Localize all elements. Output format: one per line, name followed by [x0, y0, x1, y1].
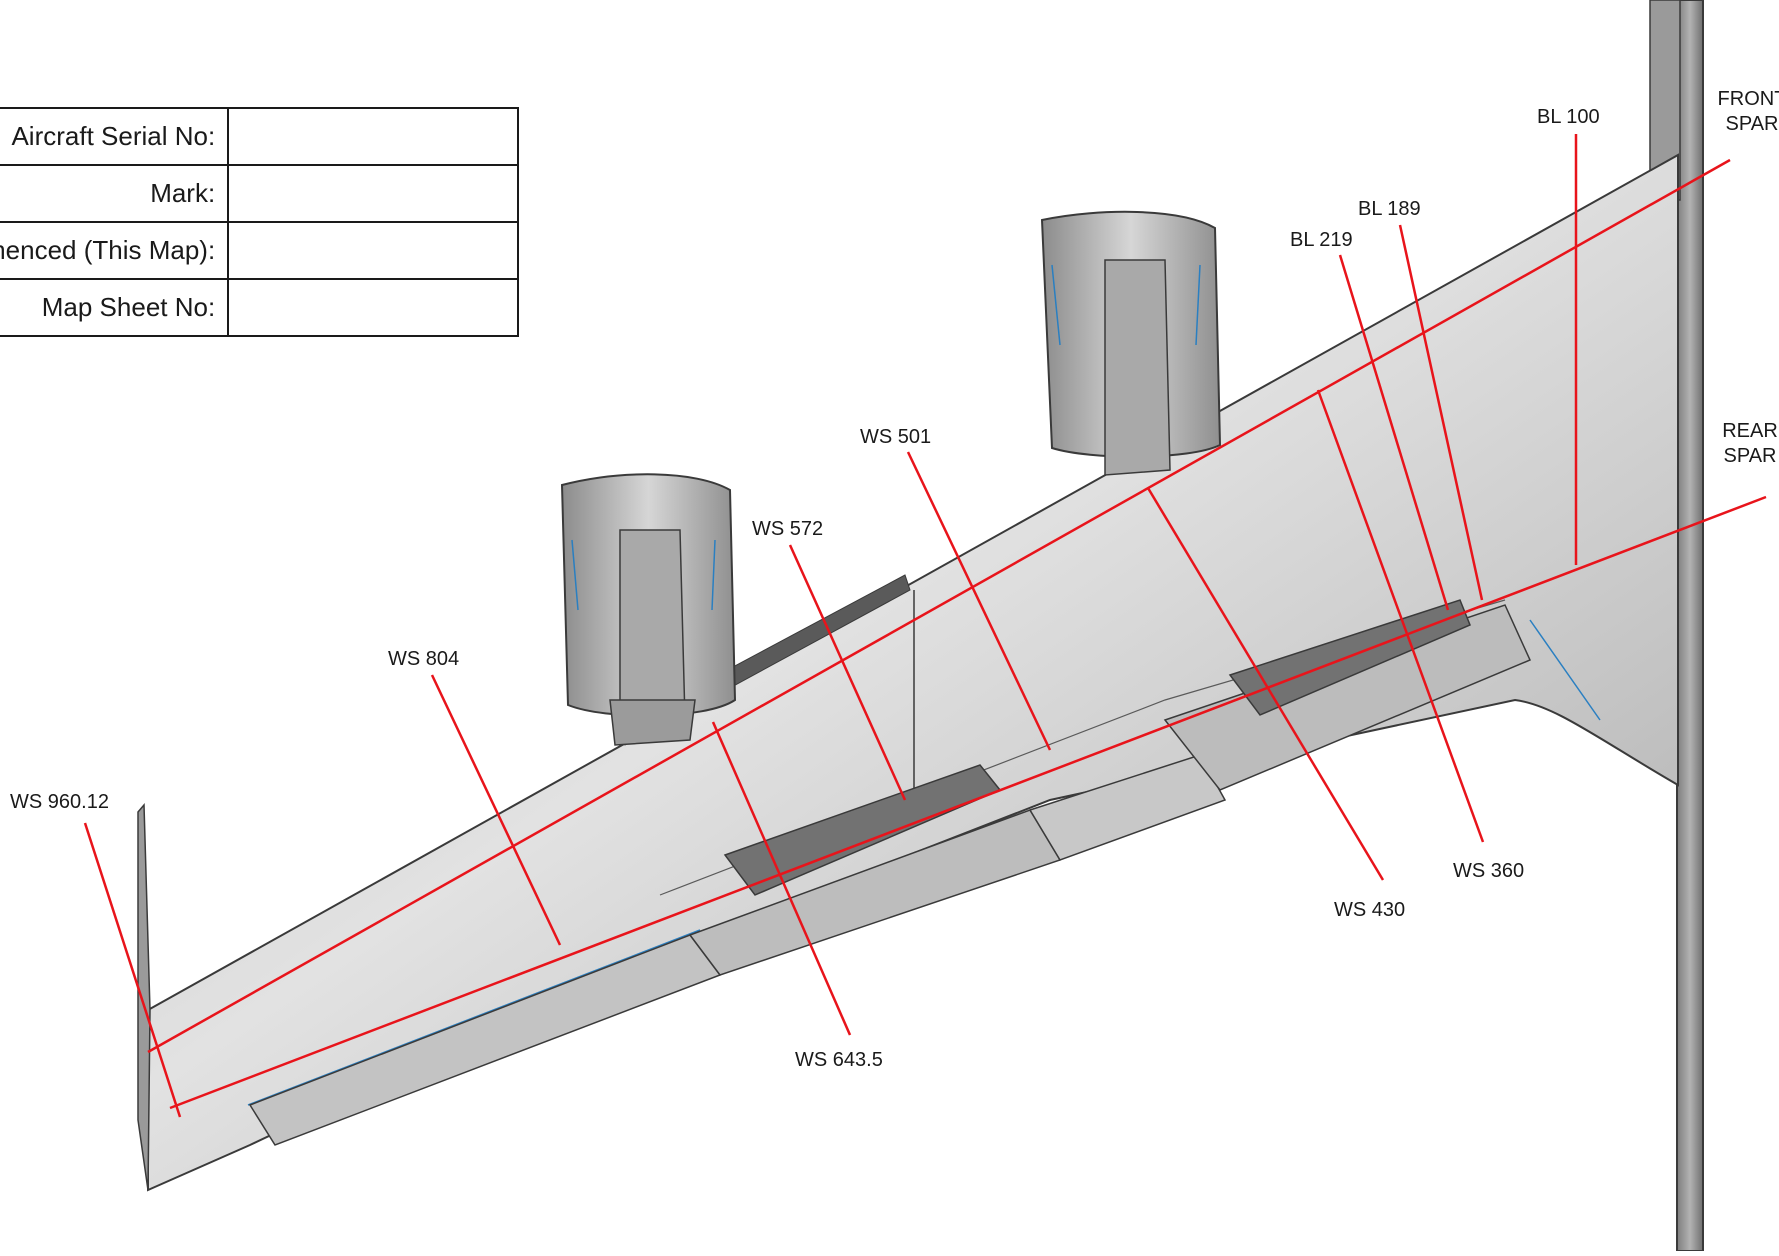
station-line-bl-189	[1398, 224, 1484, 601]
map-info-table: Aircraft Serial No: Mark: menced (This M…	[0, 107, 520, 337]
serial-value[interactable]	[227, 107, 520, 166]
rear-spar-line	[169, 495, 1767, 1110]
station-label-bl-219: BL 219	[1290, 229, 1353, 251]
station-line-ws-430	[1146, 487, 1385, 881]
sheet-value[interactable]	[227, 278, 520, 337]
station-line-ws-501	[906, 451, 1052, 751]
info-row-commenced: menced (This Map):	[0, 221, 520, 280]
station-line-ws-804	[430, 674, 562, 946]
station-line-ws-572	[788, 544, 907, 801]
station-line-bl-219	[1338, 254, 1450, 611]
rear-spar-label-line2: SPAR	[1724, 445, 1777, 467]
station-label-bl-100: BL 100	[1537, 106, 1600, 128]
outboard-engine	[560, 473, 737, 746]
station-label-ws-572: WS 572	[752, 518, 823, 540]
station-label-ws-643-5: WS 643.5	[795, 1049, 883, 1071]
station-line-ws-360	[1316, 389, 1485, 843]
mark-label: Mark:	[0, 164, 230, 223]
mark-value[interactable]	[227, 164, 520, 223]
mid-flap	[1028, 754, 1227, 861]
front-spar-line	[147, 158, 1731, 1054]
sheet-label: Map Sheet No:	[0, 278, 230, 337]
station-label-ws-430: WS 430	[1334, 899, 1405, 921]
station-line-ws-643-5	[711, 721, 852, 1036]
inboard-engine	[1040, 210, 1222, 476]
rear-spar-label-line1: REAR	[1722, 420, 1778, 442]
info-row-serial: Aircraft Serial No:	[0, 107, 520, 166]
station-label-ws-360: WS 360	[1453, 860, 1524, 882]
station-lines	[83, 134, 1578, 1118]
info-row-mark: Mark:	[0, 164, 520, 223]
serial-label: Aircraft Serial No:	[0, 107, 230, 166]
wing-body	[147, 153, 1679, 1192]
wingtip	[137, 803, 151, 1191]
station-label-ws-804: WS 804	[388, 648, 459, 670]
station-label-bl-189: BL 189	[1358, 198, 1421, 220]
info-row-sheet: Map Sheet No:	[0, 278, 520, 337]
blue-edge-line	[1529, 619, 1601, 721]
commenced-value[interactable]	[227, 221, 520, 280]
blue-edge-line	[247, 929, 701, 1106]
station-label-ws-501: WS 501	[860, 426, 931, 448]
commenced-label: menced (This Map):	[0, 221, 230, 280]
station-label-ws-960-12: WS 960.12	[10, 791, 109, 813]
front-spar-label-line1: FRONT	[1718, 88, 1779, 110]
station-line-ws-960-12	[83, 822, 182, 1118]
front-spar-label-line2: SPAR	[1726, 113, 1779, 135]
